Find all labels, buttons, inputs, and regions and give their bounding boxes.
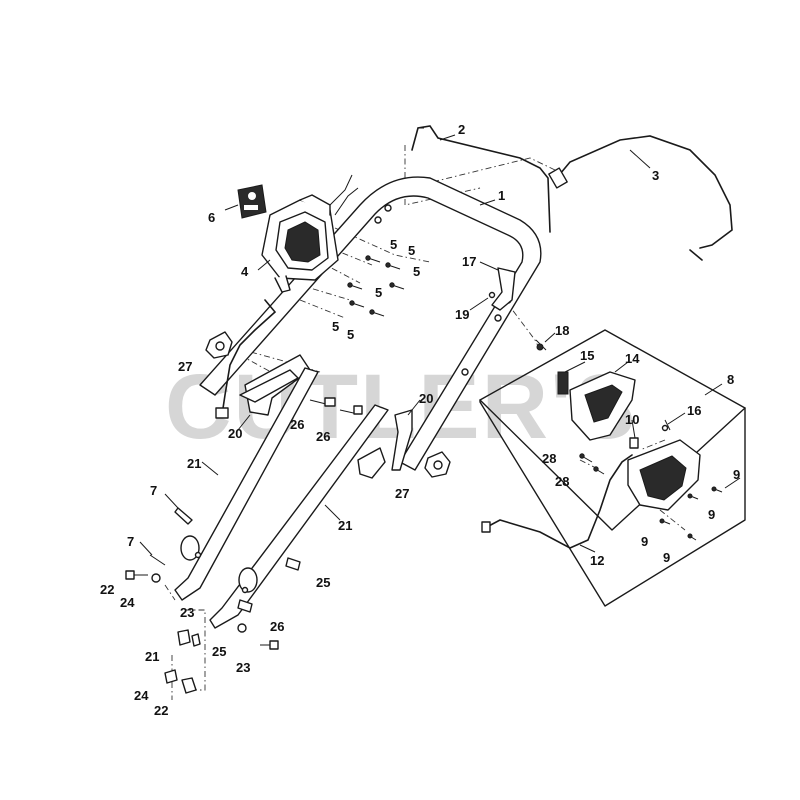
screws-28 — [579, 453, 605, 475]
leader-lines — [139, 134, 741, 556]
callout-11: 12 — [590, 553, 604, 568]
hardware-right — [237, 557, 301, 650]
switch-housing — [627, 439, 701, 511]
spacer-19 — [357, 409, 413, 479]
screws — [347, 255, 405, 317]
screw-16 — [535, 339, 547, 351]
control-cable — [554, 135, 733, 249]
callout-10: 10 — [625, 412, 639, 427]
callout-5-a: 5 — [390, 237, 397, 252]
knob-right — [424, 451, 451, 478]
callout-22-a: 22 — [100, 582, 114, 597]
callout-1: 1 — [498, 188, 505, 203]
callout-9-c: 9 — [641, 534, 648, 549]
callout-20-a: 21 — [187, 456, 201, 471]
callout-5-e: 5 — [332, 319, 339, 334]
hardware-left — [125, 570, 201, 694]
callout-9-b: 9 — [708, 507, 715, 522]
callout-19: 20 — [419, 391, 433, 406]
callout-21-a: 21 — [145, 649, 159, 664]
callout-5-d: 5 — [375, 285, 382, 300]
callout-labels: 2 3 1 4 6 5 5 5 5 5 5 17 19 18 27 20 20 … — [100, 122, 740, 718]
callout-28-a: 28 — [542, 451, 556, 466]
lower-handle-left — [174, 367, 319, 601]
switch-cable — [484, 454, 633, 549]
callout-18: 20 — [228, 426, 242, 441]
bolts-26 — [309, 397, 363, 415]
callout-5-f: 5 — [347, 327, 354, 342]
knob-left — [205, 331, 233, 359]
handle-clip — [488, 267, 516, 311]
callout-12: 14 — [625, 351, 640, 366]
callout-20-b: 21 — [338, 518, 352, 533]
callout-5-b: 5 — [408, 243, 415, 258]
decal-part — [237, 184, 267, 219]
callout-4: 4 — [241, 264, 249, 279]
callout-8: 8 — [727, 372, 734, 387]
callout-15: 17 — [462, 254, 476, 269]
pins-7 — [149, 507, 193, 566]
callout-5-c: 5 — [413, 264, 420, 279]
callout-24-a: 24 — [120, 595, 135, 610]
lower-handle-right — [209, 404, 389, 629]
callout-9-a: 9 — [733, 467, 740, 482]
switch-box — [261, 174, 359, 293]
screws-9 — [659, 486, 723, 541]
callout-2: 2 — [458, 122, 465, 137]
callout-17: 19 — [455, 307, 469, 322]
callout-25-b: 26 — [270, 619, 284, 634]
callout-27-a: 27 — [178, 359, 192, 374]
callout-7-b: 7 — [127, 534, 134, 549]
cable-bracket-18 — [215, 299, 311, 419]
callout-22-b: 23 — [236, 660, 250, 675]
callout-3: 3 — [652, 168, 659, 183]
callout-28-b: 28 — [555, 474, 569, 489]
callout-6: 6 — [208, 210, 215, 225]
callout-13: 15 — [580, 348, 594, 363]
callout-26-b: 26 — [316, 429, 330, 444]
callout-24-b: 25 — [212, 644, 226, 659]
label-13 — [557, 371, 569, 395]
callout-7-a: 7 — [150, 483, 157, 498]
callout-14: 16 — [687, 403, 701, 418]
callout-21-b: 22 — [154, 703, 168, 718]
callout-23-a: 23 — [180, 605, 194, 620]
fittings — [629, 419, 671, 449]
callout-25-a: 25 — [316, 575, 330, 590]
callout-23-b: 24 — [134, 688, 149, 703]
callout-26-a: 26 — [290, 417, 304, 432]
callout-9-d: 9 — [663, 550, 670, 565]
callout-27-b: 27 — [395, 486, 409, 501]
switch-cover — [569, 371, 636, 441]
callout-16: 18 — [555, 323, 569, 338]
